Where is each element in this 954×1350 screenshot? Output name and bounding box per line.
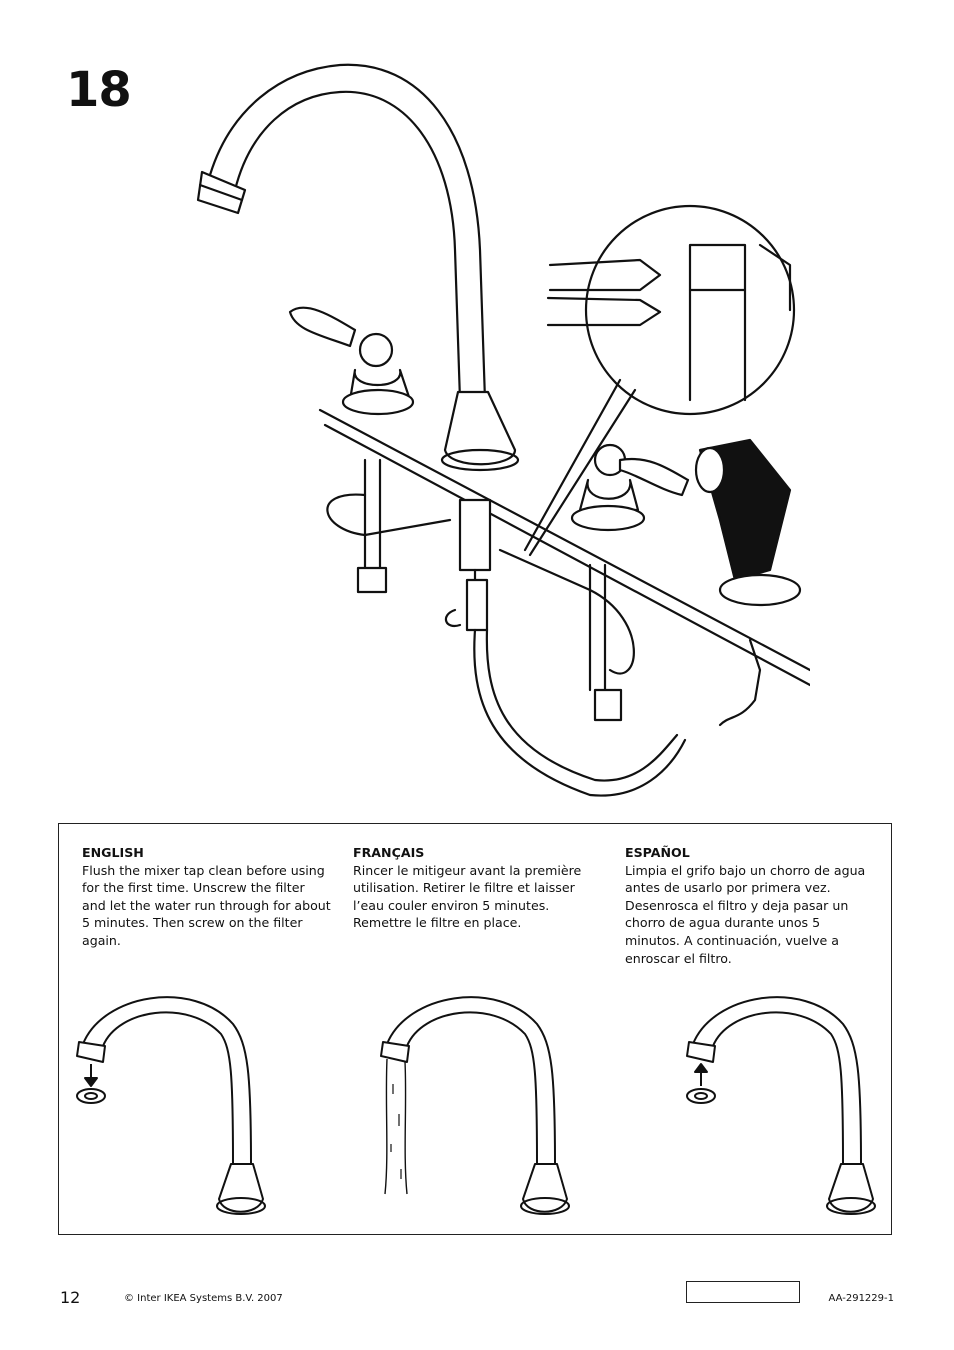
faucet-screw-filter-icon (686, 996, 876, 1215)
french-body: Rincer le mitigeur avant la première uti… (353, 862, 582, 931)
faucet-water-running-icon (380, 996, 570, 1215)
spanish-heading: ESPAÑOL (625, 845, 690, 860)
faucet-assembly-illustration (196, 63, 810, 797)
page-number: 12 (60, 1288, 81, 1307)
instructions-box: ENGLISH Flush the mixer tap clean before… (58, 823, 892, 1235)
instructions-spanish: ESPAÑOL Limpia el grifo bajo un chorro d… (625, 844, 875, 967)
article-code: AA-291229-1 (828, 1293, 895, 1304)
french-heading: FRANÇAIS (353, 845, 425, 860)
copyright: © Inter IKEA Systems B.V. 2007 (124, 1293, 283, 1304)
spanish-body: Limpia el grifo bajo un chorro de agua a… (625, 862, 866, 966)
english-body: Flush the mixer tap clean before using f… (82, 862, 331, 948)
instructions-french: FRANÇAIS Rincer le mitigeur avant la pre… (353, 844, 603, 932)
footer-blank-box (686, 1281, 800, 1303)
step-number: 18 (66, 62, 132, 118)
faucet-unscrew-filter-icon (76, 996, 266, 1215)
english-heading: ENGLISH (82, 845, 144, 860)
instructions-english: ENGLISH Flush the mixer tap clean before… (82, 844, 332, 950)
